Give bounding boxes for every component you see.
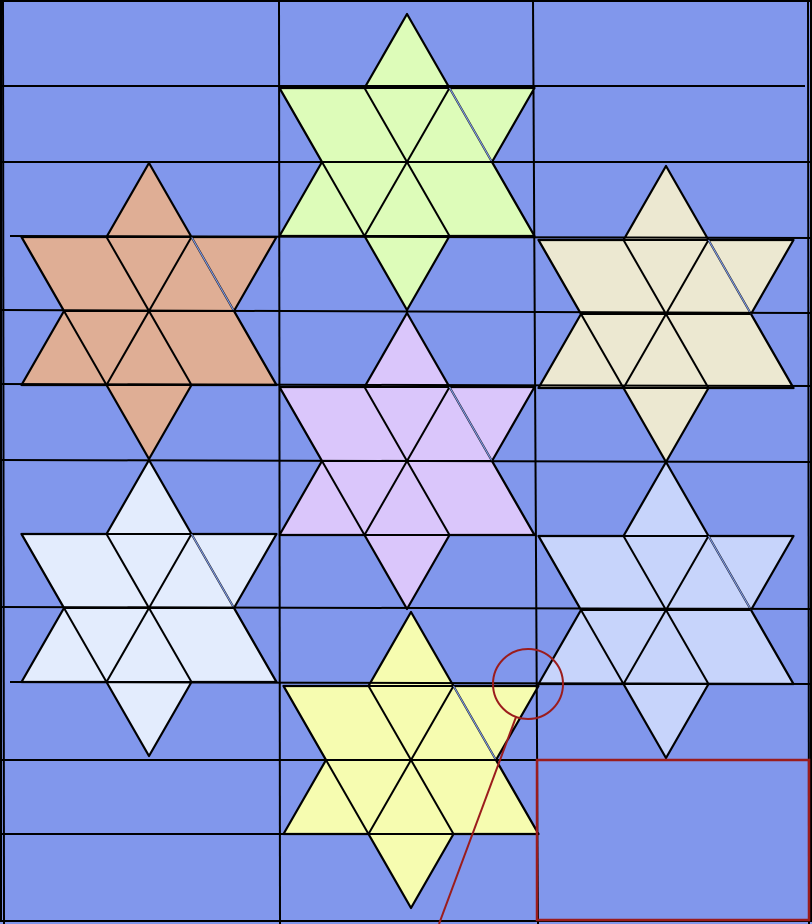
grid-line bbox=[279, 0, 280, 924]
grid-line bbox=[3, 0, 4, 924]
